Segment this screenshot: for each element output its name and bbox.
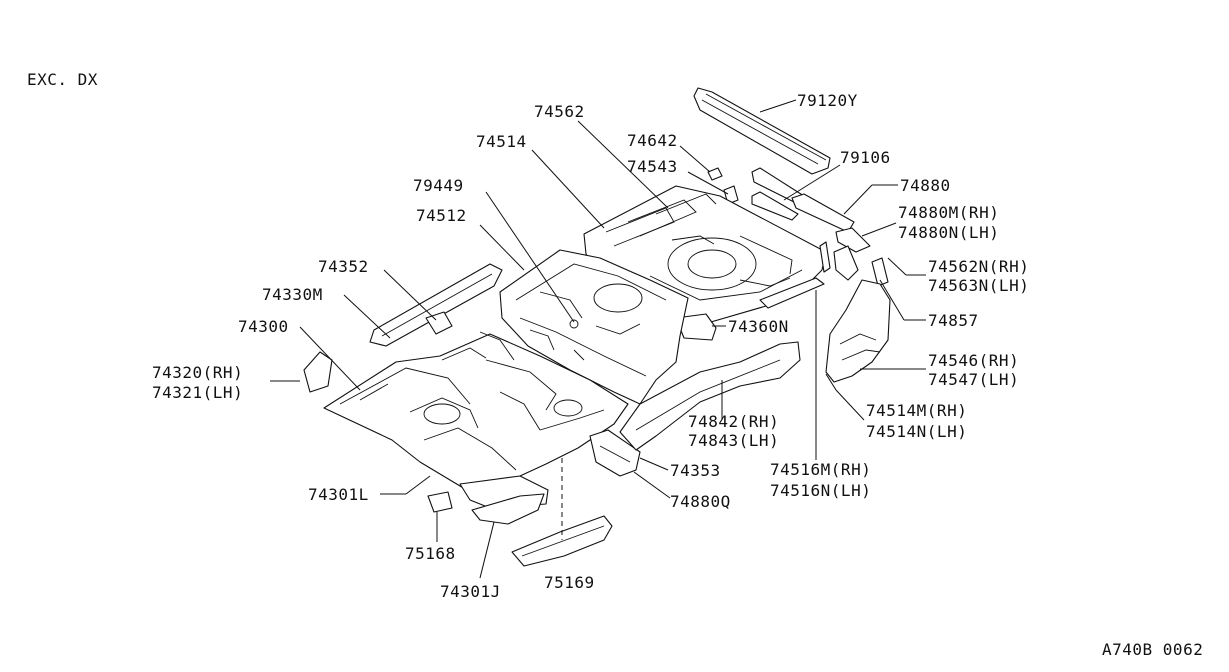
part-74353-sill (589, 429, 641, 477)
labels: EXC. DX A740B 0062 79120Y 74562 74642 79… (27, 70, 1203, 659)
part-74546-side-panel (825, 279, 891, 383)
callout-74842: 74842(RH) (688, 412, 779, 431)
part-74320-side-piece (303, 351, 333, 393)
callout-74320: 74320(RH) (152, 363, 243, 382)
part-75169-member (511, 515, 613, 567)
part-74857-bracket (871, 257, 889, 287)
callout-74514: 74514 (476, 132, 527, 151)
callout-74514M: 74514M(RH) (866, 401, 967, 420)
callout-74880M: 74880M(RH) (898, 203, 999, 222)
part-74880-member (791, 193, 855, 233)
callout-75169: 75169 (544, 573, 595, 592)
callout-74321: 74321(LH) (152, 383, 243, 402)
part-74360N-member (675, 277, 825, 341)
part-79106-member (751, 167, 805, 221)
callout-74360N: 74360N (728, 317, 789, 336)
leader-lines (270, 99, 926, 579)
callout-74514N: 74514N(LH) (866, 422, 967, 441)
part-74330M-side-member (369, 263, 503, 347)
part-74512-center-floor (499, 249, 689, 405)
callout-74547: 74547(LH) (928, 370, 1019, 389)
part-74301J-extension (471, 493, 545, 525)
callout-74642: 74642 (627, 131, 678, 150)
part-74516M-post (819, 241, 831, 273)
callout-74843: 74843(LH) (688, 431, 779, 450)
callout-74512: 74512 (416, 206, 467, 225)
callout-74301J: 74301J (440, 582, 501, 601)
part-74300-front-floor (323, 331, 629, 493)
callout-74546: 74546(RH) (928, 351, 1019, 370)
callout-79120Y: 79120Y (797, 91, 858, 110)
part-74352-bracket (425, 311, 453, 335)
callout-74300: 74300 (238, 317, 289, 336)
callout-74562: 74562 (534, 102, 585, 121)
part-74562N-extension (833, 245, 859, 281)
callout-74330M: 74330M (262, 285, 323, 304)
figure-code: A740B 0062 (1102, 640, 1203, 659)
callout-74880: 74880 (900, 176, 951, 195)
parts-illustration (303, 87, 891, 567)
callout-74543: 74543 (627, 157, 678, 176)
callout-74352: 74352 (318, 257, 369, 276)
part-75168-bracket (427, 491, 453, 513)
callout-74516N: 74516N(LH) (770, 481, 871, 500)
callout-74857: 74857 (928, 311, 979, 330)
part-74642-bracket (707, 167, 723, 181)
callout-74880Q: 74880Q (670, 492, 731, 511)
callout-74301L: 74301L (308, 485, 369, 504)
callout-74563N: 74563N(LH) (928, 276, 1029, 295)
part-74842-rear-side-member (619, 341, 801, 451)
callout-74516M: 74516M(RH) (770, 460, 871, 479)
part-79120Y-reinforcement (693, 87, 831, 175)
callout-74562N: 74562N(RH) (928, 257, 1029, 276)
callout-79106: 79106 (840, 148, 891, 167)
variant-note: EXC. DX (27, 70, 98, 89)
callout-75168: 75168 (405, 544, 456, 563)
callout-79449: 79449 (413, 176, 464, 195)
part-74880M-bracket (835, 227, 871, 253)
callout-74353: 74353 (670, 461, 721, 480)
callout-74880N: 74880N(LH) (898, 223, 999, 242)
